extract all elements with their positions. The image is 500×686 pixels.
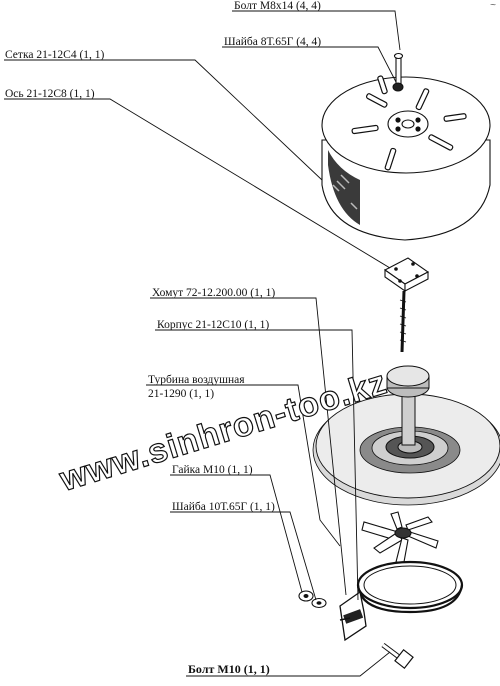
corner-mark: ~	[490, 0, 496, 11]
mesh-cover	[321, 75, 491, 241]
nut-m10-part	[298, 590, 314, 602]
cover-slots	[351, 75, 467, 171]
label-washer-8: Шайба 8Т.65Г (4, 4)	[224, 36, 321, 48]
label-bolt-m10: Болт М10 (1, 1)	[188, 662, 270, 676]
part-labels: Болт М8х14 (4, 4) Шайба 8Т.65Г (4, 4) Се…	[5, 0, 321, 676]
label-clamp: Хомут 72-12.200.00 (1, 1)	[152, 287, 275, 299]
turbine-part	[312, 365, 500, 506]
axis-part	[383, 257, 430, 353]
label-housing: Корпус 21-12С10 (1, 1)	[157, 319, 269, 331]
label-bolt-m8: Болт М8х14 (4, 4)	[234, 0, 321, 12]
label-mesh: Сетка 21-12С4 (1, 1)	[5, 49, 105, 61]
clamp-part	[339, 560, 464, 642]
leader-lines	[4, 10, 401, 677]
washer-10-part	[311, 597, 327, 609]
label-nut-m10: Гайка М10 (1, 1)	[172, 464, 253, 476]
label-turbine-2: 21-1290 (1, 1)	[148, 388, 214, 400]
washer-8-part	[392, 82, 404, 92]
cover-hub	[387, 110, 429, 138]
label-axis: Ось 21-12С8 (1, 1)	[5, 88, 95, 100]
bolt-m10-part	[381, 643, 414, 670]
label-washer-10: Шайба 10Т.65Г (1, 1)	[172, 501, 275, 513]
label-turbine-1: Турбина воздушная	[148, 374, 245, 386]
bolt-m8-part	[393, 52, 404, 85]
fan-blades	[361, 511, 439, 563]
